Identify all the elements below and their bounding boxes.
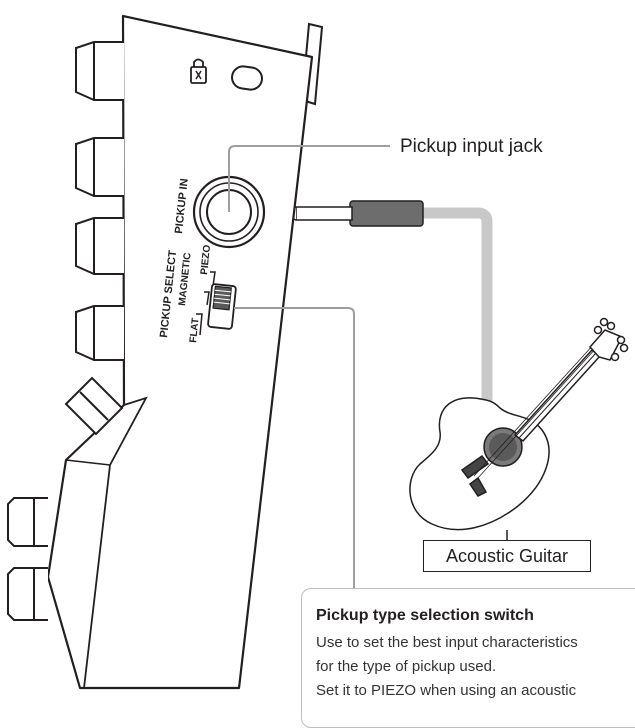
pickup-type-switch [207, 283, 237, 330]
device-lower-contour [83, 396, 148, 689]
knob-4 [75, 305, 124, 361]
piezo-label: PIEZO [199, 244, 213, 275]
info-line: for the type of pickup used. [316, 658, 497, 675]
knob-angled [64, 376, 124, 436]
footswitch-knobs [7, 497, 48, 621]
pickup-switch-info-box: Pickup type selection switch Use to set … [301, 588, 635, 728]
kensington-lock-icon [190, 58, 207, 84]
guitar-cable [420, 207, 493, 405]
acoustic-guitar-illustration [409, 317, 629, 531]
jack-leader-line [228, 145, 390, 212]
info-title: Pickup type selection switch [316, 607, 534, 624]
knob-2 [75, 137, 124, 197]
security-slot [231, 65, 263, 91]
device-diagram: PICKUP IN PICKUP SELECT MAGNETIC PIEZO F… [7, 14, 629, 690]
acoustic-guitar-label: Acoustic Guitar [423, 540, 591, 572]
selector-bracket [196, 271, 216, 336]
pickup-input-jack-label: Pickup input jack [400, 136, 543, 157]
switch-leader-line [234, 307, 355, 588]
pickup-in-label: PICKUP IN [173, 178, 191, 234]
info-line: Use to set the best input characteristic… [316, 634, 578, 651]
control-knobs [64, 41, 124, 436]
flat-label: FLAT [188, 317, 202, 343]
knob-3 [75, 217, 124, 275]
info-line: Set it to PIEZO when using an acoustic [316, 682, 577, 699]
knob-1 [75, 41, 124, 101]
